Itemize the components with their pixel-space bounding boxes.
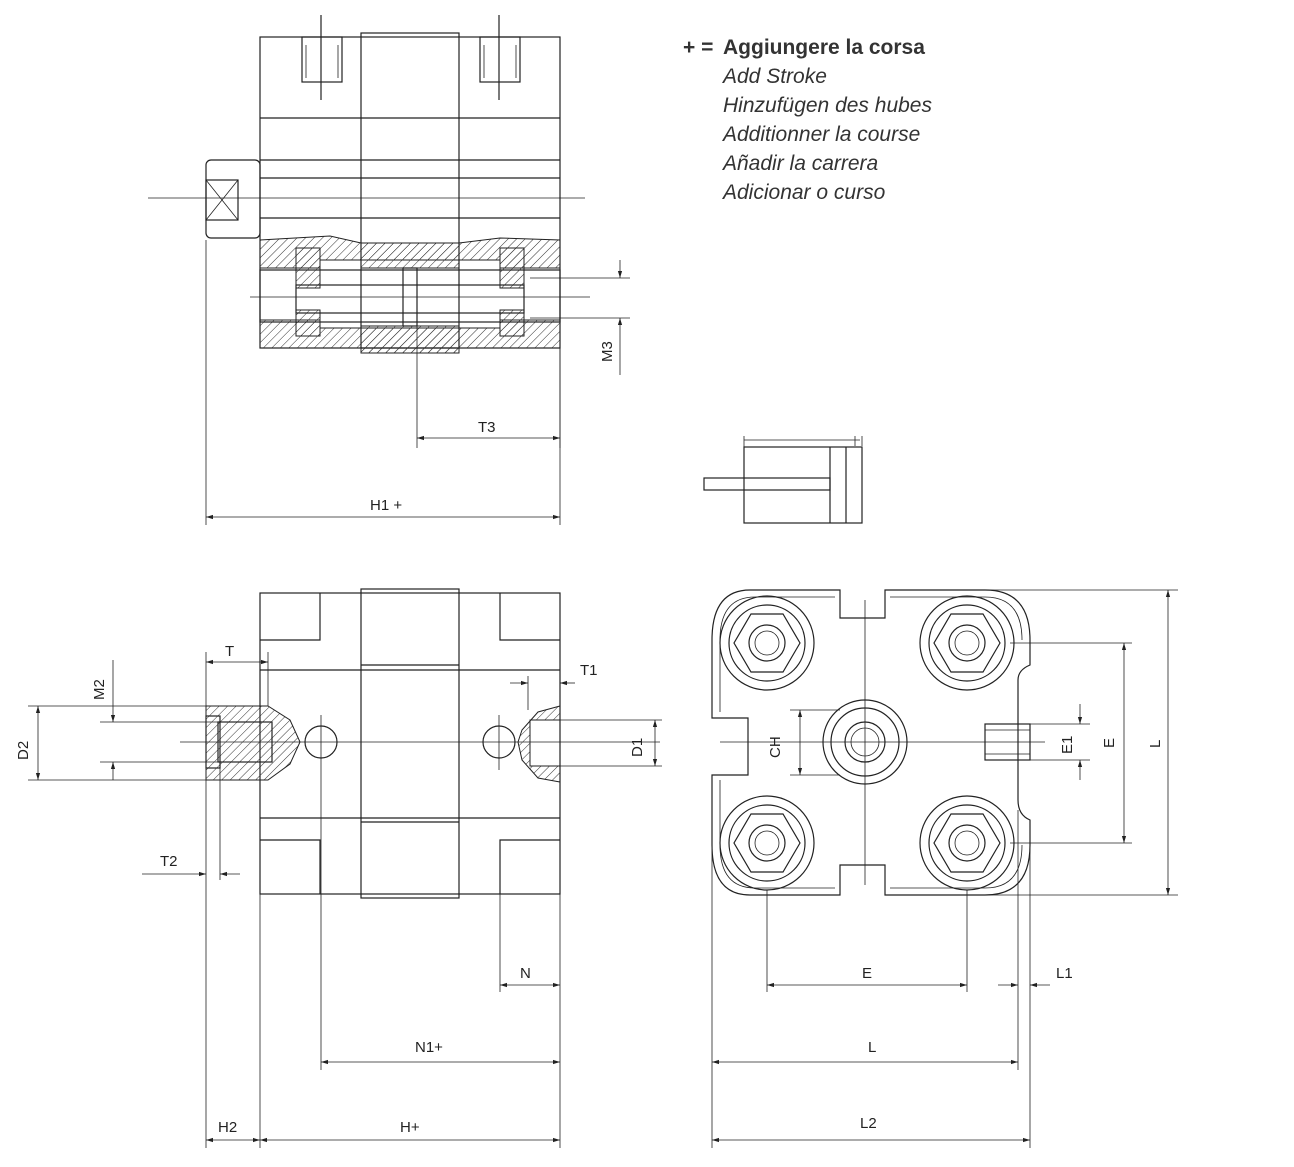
dim-h: H+ bbox=[400, 1119, 420, 1136]
dim-l-vertical: L bbox=[1147, 740, 1164, 748]
legend-line: Adicionar o curso bbox=[721, 181, 886, 204]
dim-l-horizontal: L bbox=[868, 1039, 876, 1056]
dim-m2: M2 bbox=[91, 679, 108, 700]
legend-line: Add Stroke bbox=[721, 65, 827, 88]
dim-ch: CH bbox=[767, 736, 784, 758]
nut-boss bbox=[919, 595, 1015, 691]
dim-l2: L2 bbox=[860, 1115, 877, 1132]
dim-t: T bbox=[225, 643, 234, 660]
top-view: M3 T3 H1 + bbox=[148, 15, 630, 525]
dim-d1: D1 bbox=[629, 738, 646, 757]
front-view: CH E1 E L E L1 L L2 bbox=[711, 589, 1178, 1148]
legend-line: Añadir la carrera bbox=[721, 152, 878, 175]
dim-h2: H2 bbox=[218, 1119, 237, 1136]
dim-t1: T1 bbox=[580, 662, 598, 679]
dim-l1: L1 bbox=[1056, 965, 1073, 982]
dim-t2: T2 bbox=[160, 853, 178, 870]
dim-t3: T3 bbox=[478, 419, 496, 436]
dim-e-horizontal: E bbox=[862, 965, 872, 982]
nut-boss bbox=[719, 595, 815, 691]
cylinder-symbol bbox=[703, 436, 863, 524]
dim-m3: M3 bbox=[599, 341, 616, 362]
dim-e1: E1 bbox=[1059, 736, 1076, 754]
dim-n: N bbox=[520, 965, 531, 982]
legend-line: Hinzufügen des hubes bbox=[723, 94, 932, 117]
legend-line: Additionner la course bbox=[721, 123, 920, 146]
legend-title: Aggiungere la corsa bbox=[723, 36, 925, 59]
dim-d2: D2 bbox=[15, 741, 32, 760]
dim-e-vertical: E bbox=[1101, 738, 1118, 748]
nut-boss bbox=[719, 795, 815, 891]
dim-n1: N1+ bbox=[415, 1039, 443, 1056]
nut-boss bbox=[919, 795, 1015, 891]
dim-h1: H1 + bbox=[370, 497, 402, 514]
legend-symbol: + = bbox=[683, 36, 713, 59]
stroke-legend: + = Aggiungere la corsa Add Stroke Hinzu… bbox=[683, 36, 932, 204]
side-view: T T1 M2 D2 D1 T2 N N1+ bbox=[15, 588, 662, 1148]
